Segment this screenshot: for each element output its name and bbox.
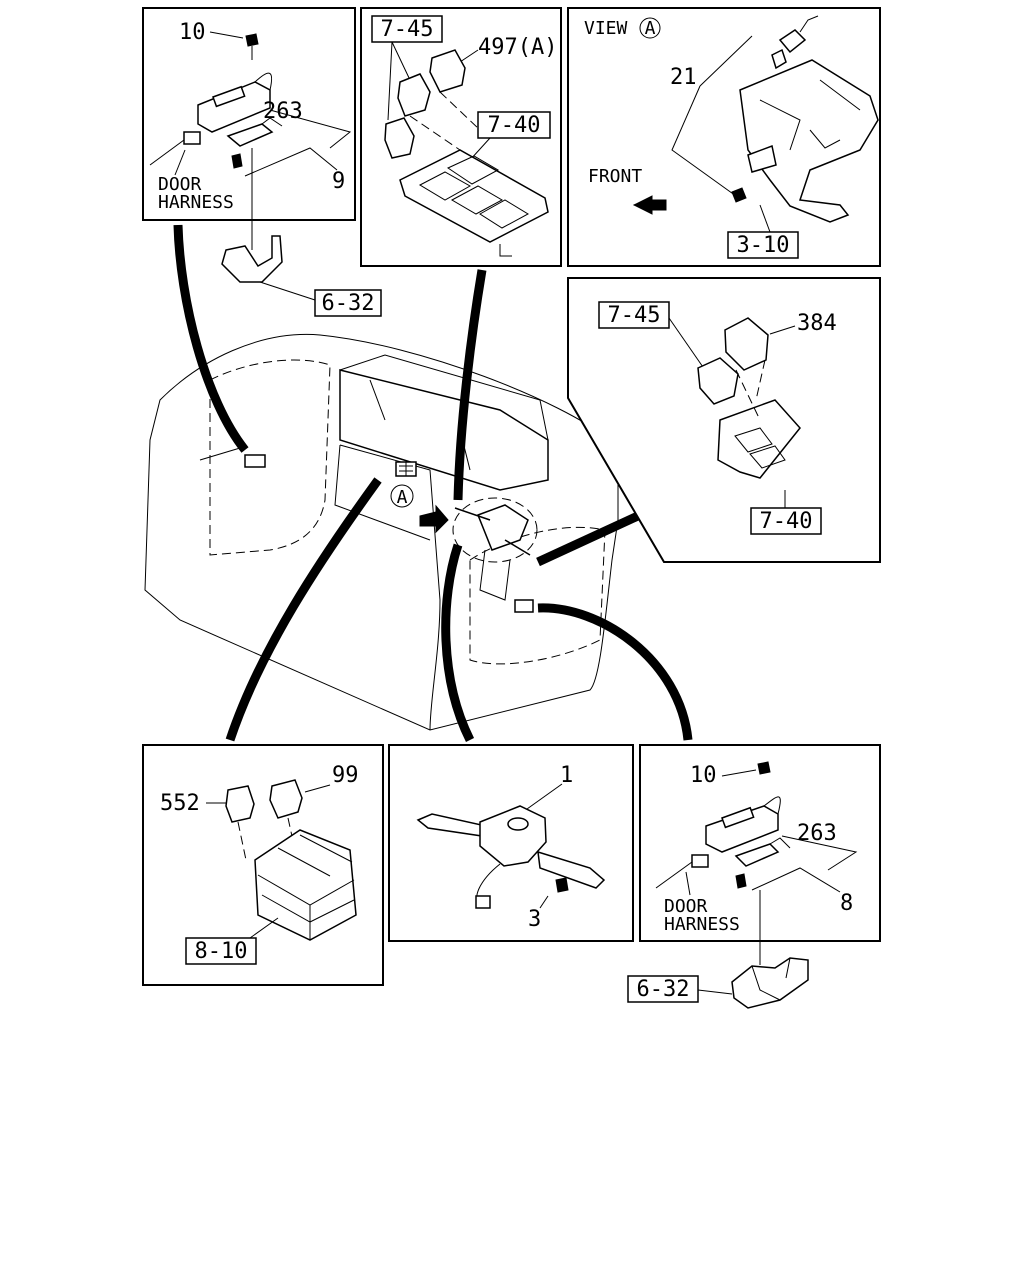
relay-icon-3 <box>384 117 415 159</box>
relay-block-2 <box>717 399 801 479</box>
door-harness-line1: DOOR <box>158 174 202 195</box>
connector-number-2: 8 <box>840 891 853 916</box>
panel-door-switch-right: 10 263 8 DOOR HARNESS <box>639 744 881 965</box>
screw-number: 10 <box>179 20 206 45</box>
relay-number-a: 552 <box>160 791 200 816</box>
front-arrow-icon <box>632 195 667 215</box>
screw-number-2: 3 <box>528 907 541 932</box>
relay-icon-4 <box>697 357 739 405</box>
door-harness-line2-2: HARNESS <box>664 914 740 935</box>
door-switch-location-left <box>244 454 266 468</box>
relay-552-icon <box>225 785 255 823</box>
panel-view-a: VIEW A 21 FRONT 3-10 <box>567 7 881 267</box>
door-harness-line2: HARNESS <box>158 192 234 213</box>
panel-relay-block: 7-45 497(A) 7-40 <box>360 7 562 267</box>
view-a-letter: A <box>397 487 408 508</box>
screw-icon-3 <box>757 761 771 775</box>
lamp-lever <box>537 850 606 889</box>
panel-door-switch-left: 10 263 9 DOOR HARNESS <box>142 7 356 250</box>
bracket-ref: 6-32 <box>322 291 375 316</box>
switch-connector-2 <box>734 843 780 867</box>
relay-number: 497(A) <box>478 35 557 60</box>
callout-lines <box>173 224 693 743</box>
harness-plug-icon <box>183 131 201 145</box>
door-harness-line1-2: DOOR <box>664 896 708 917</box>
bracket-6-32-bottom: 6-32 <box>627 957 809 1009</box>
relay-box <box>254 829 357 941</box>
box-ref: 8-10 <box>195 939 248 964</box>
relay-ref-2: 7-45 <box>608 303 661 328</box>
relay-icon <box>429 49 466 93</box>
bracket-number: 21 <box>670 65 697 90</box>
combination-switch <box>479 805 547 867</box>
switch-number-2: 1 <box>560 763 573 788</box>
panel-relay-box: 552 99 8-10 <box>142 744 384 986</box>
relay-number-b: 99 <box>332 763 359 788</box>
panel-relay-384: 7-45 384 7-40 <box>567 277 881 563</box>
screw-icon <box>245 33 259 47</box>
block-ref: 7-40 <box>488 113 541 138</box>
relay-icon-2 <box>397 73 431 117</box>
front-label: FRONT <box>588 166 642 187</box>
switch-number-3: 263 <box>797 821 837 846</box>
relay-number-2: 384 <box>797 311 837 336</box>
switch-harness-plug <box>475 895 491 909</box>
switch-connector <box>226 123 274 147</box>
pedal-bracket <box>739 59 879 223</box>
switch-number: 263 <box>263 99 303 124</box>
door-switch-location-right <box>514 599 534 613</box>
harness-plug-icon-2 <box>691 854 709 868</box>
screw-small-icon-2 <box>735 873 747 889</box>
bracket-6-32-top: 6-32 <box>221 235 382 317</box>
stop-lamp-switch <box>778 29 807 54</box>
connector-number: 9 <box>332 169 345 194</box>
relay-99-icon <box>269 779 303 819</box>
relay-ref: 7-45 <box>381 17 434 42</box>
pedal-ref: 3-10 <box>737 233 790 258</box>
bracket-ref-2: 6-32 <box>637 977 690 1002</box>
view-letter: A <box>645 18 656 39</box>
screw-icon-2 <box>555 877 569 893</box>
block-ref-2: 7-40 <box>760 509 813 534</box>
view-a-marker <box>390 484 414 508</box>
nut-icon <box>731 187 747 203</box>
screw-number-3: 10 <box>690 763 717 788</box>
view-label: VIEW <box>584 18 628 39</box>
screw-small-icon <box>231 153 243 169</box>
relay-384-icon <box>724 317 769 371</box>
dashboard-illustration: A <box>144 333 619 731</box>
panel-combination-switch: 1 3 <box>388 744 634 942</box>
